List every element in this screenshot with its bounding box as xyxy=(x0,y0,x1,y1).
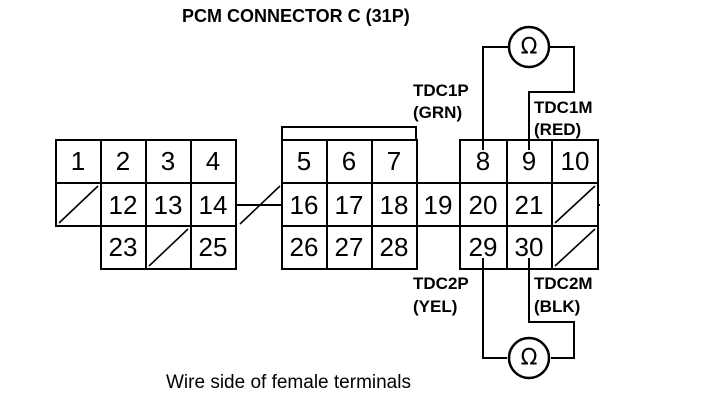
terminal-number: 6 xyxy=(342,146,356,176)
bottom-ohmmeter-circuit: Ω xyxy=(482,258,575,380)
probe-label-tdc1p-name: TDC1P xyxy=(413,81,469,100)
label-backing xyxy=(532,96,606,138)
label-backing xyxy=(411,272,475,316)
ohmmeter-icon xyxy=(507,25,551,69)
blank-slash xyxy=(58,185,99,224)
terminal-number: 2 xyxy=(116,146,130,176)
ohm-symbol: Ω xyxy=(521,35,538,60)
terminal-number: 27 xyxy=(335,232,364,262)
terminal-cell-28 xyxy=(371,225,418,270)
terminal-cell-2 xyxy=(100,139,147,184)
tdc1p-probe-wire xyxy=(482,46,508,150)
terminal-cell-26 xyxy=(281,225,328,270)
terminal-number: 23 xyxy=(109,232,138,262)
terminal-cell-7 xyxy=(371,139,418,184)
terminal-cell-14 xyxy=(190,182,237,227)
label-backing xyxy=(532,272,608,316)
tdc2m-probe-wire xyxy=(528,258,575,359)
probe-label-tdc1p-color: (GRN) xyxy=(413,103,462,122)
terminal-number: 3 xyxy=(161,146,175,176)
blank-slash xyxy=(554,185,596,224)
terminal-number: 19 xyxy=(424,190,453,220)
terminal-number: 20 xyxy=(469,190,498,220)
terminal-cell-18 xyxy=(371,182,418,227)
label-backing xyxy=(411,79,475,121)
probe-label-tdc2p-color: (YEL) xyxy=(413,297,457,316)
probe-label-tdc1m-color: (RED) xyxy=(534,120,581,139)
terminal-number: 25 xyxy=(199,232,228,262)
terminal-number: 30 xyxy=(515,232,544,262)
blank-slash xyxy=(148,228,189,267)
tdc1m-probe-wire xyxy=(528,46,575,150)
terminal-number: 1 xyxy=(71,146,85,176)
terminal-number: 5 xyxy=(297,146,311,176)
terminal-number: 17 xyxy=(335,190,364,220)
blank-slash xyxy=(554,228,596,267)
terminal-number: 29 xyxy=(469,232,498,262)
terminal-cell-5 xyxy=(281,139,328,184)
terminal-number: 18 xyxy=(380,190,409,220)
probe-label-tdc2m-name: TDC2M xyxy=(534,274,593,293)
terminal-number: 7 xyxy=(387,146,401,176)
probe-label-tdc2m-color: (BLK) xyxy=(534,297,580,316)
top-ohmmeter-circuit: Ω xyxy=(482,25,575,150)
terminal-numbers: 1 2 3 4 12 13 14 23 25 5 6 7 16 17 18 26… xyxy=(71,146,590,262)
terminal-cell-23 xyxy=(100,225,147,270)
terminal-number: 16 xyxy=(290,190,319,220)
ohm-symbol: Ω xyxy=(521,346,538,371)
connector-block-middle xyxy=(281,139,418,270)
connector-block-left xyxy=(55,139,237,270)
terminal-number: 28 xyxy=(380,232,409,262)
terminal-cell-19 xyxy=(418,184,459,225)
terminal-number: 26 xyxy=(290,232,319,262)
diagram-caption: Wire side of female terminals xyxy=(166,372,411,393)
terminal-number: 4 xyxy=(206,146,220,176)
gap-slash xyxy=(239,185,281,225)
probe-label-tdc1m-name: TDC1M xyxy=(534,98,593,117)
terminal-cell-27 xyxy=(326,225,373,270)
terminal-number: 10 xyxy=(561,146,590,176)
probe-label-tdc2p-name: TDC2P xyxy=(413,274,469,293)
terminal-number: 14 xyxy=(199,190,228,220)
terminal-number: 12 xyxy=(109,190,138,220)
keying-bracket xyxy=(281,126,417,141)
terminal-number: 8 xyxy=(476,146,490,176)
terminal-number: 13 xyxy=(154,190,183,220)
terminal-cell-25 xyxy=(190,225,237,270)
tdc2p-probe-wire xyxy=(482,258,507,359)
terminal-number: 21 xyxy=(515,190,544,220)
ohmmeter-icon xyxy=(507,336,551,380)
diagram-title: PCM CONNECTOR C (31P) xyxy=(182,6,410,26)
terminal-number: 9 xyxy=(522,146,536,176)
